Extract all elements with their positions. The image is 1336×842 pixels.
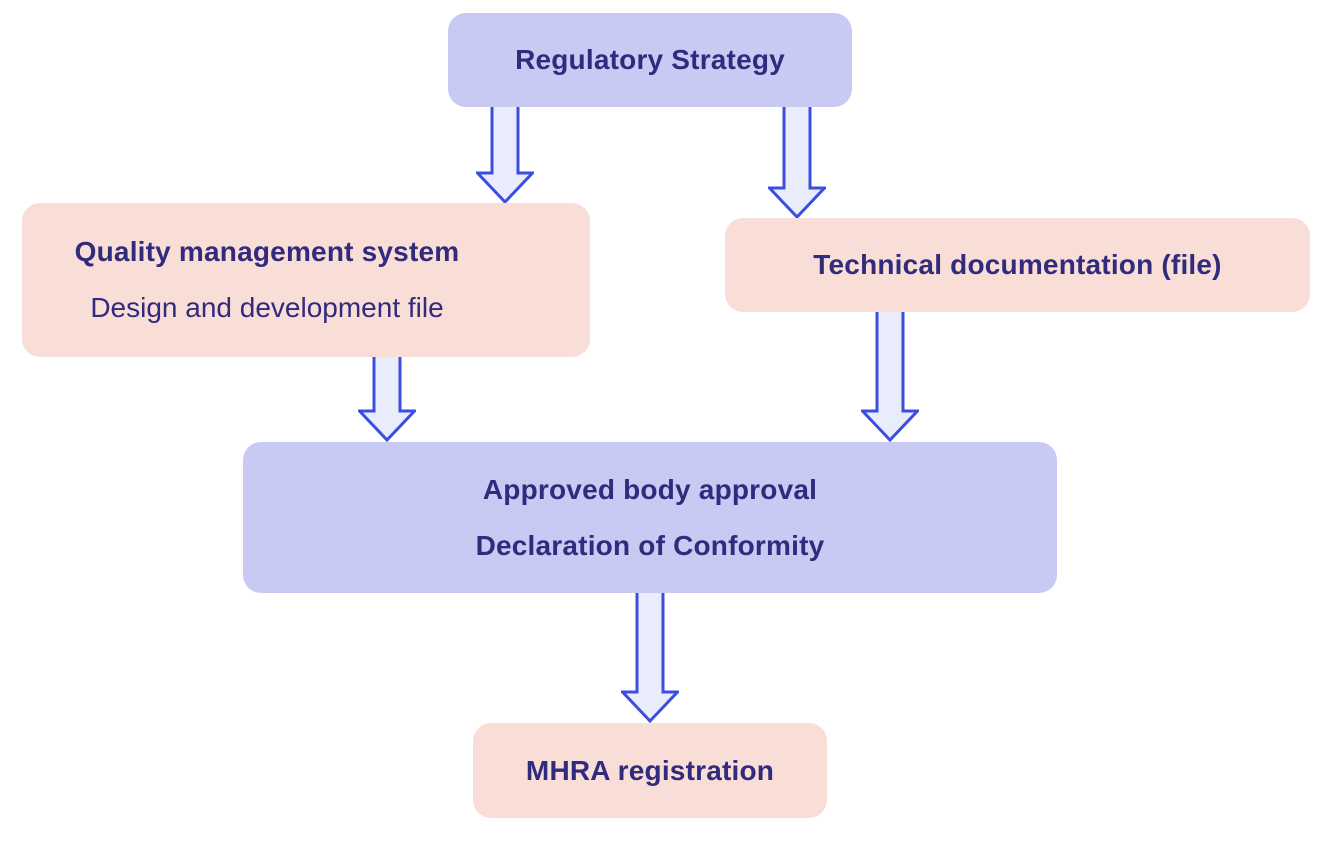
flow-arrow-qms-to-approval [358,354,416,442]
node-mhra-registration-label: MHRA registration [525,754,775,786]
node-approval-line2: Declaration of Conformity [475,529,825,561]
node-mhra-registration: MHRA registration [473,723,827,818]
node-quality-management-system: Quality management system Design and dev… [22,203,590,357]
node-regulatory-strategy: Regulatory Strategy [448,13,852,107]
node-approved-body-approval: Approved body approval Declaration of Co… [243,442,1057,593]
node-regulatory-strategy-label: Regulatory Strategy [515,44,785,75]
node-technical-documentation-label: Technical documentation (file) [813,249,1222,280]
node-qms-sublabel: Design and development file [90,292,444,323]
flow-arrow-approval-to-mhra [621,590,679,723]
flow-arrow-regulatory-to-qms [476,103,534,204]
node-technical-documentation: Technical documentation (file) [725,218,1310,312]
node-qms-label: Quality management system [74,236,460,267]
flow-arrow-techdoc-to-approval [861,309,919,442]
flow-arrow-regulatory-to-techdoc [768,103,826,219]
node-approval-line1: Approved body approval [482,473,818,505]
